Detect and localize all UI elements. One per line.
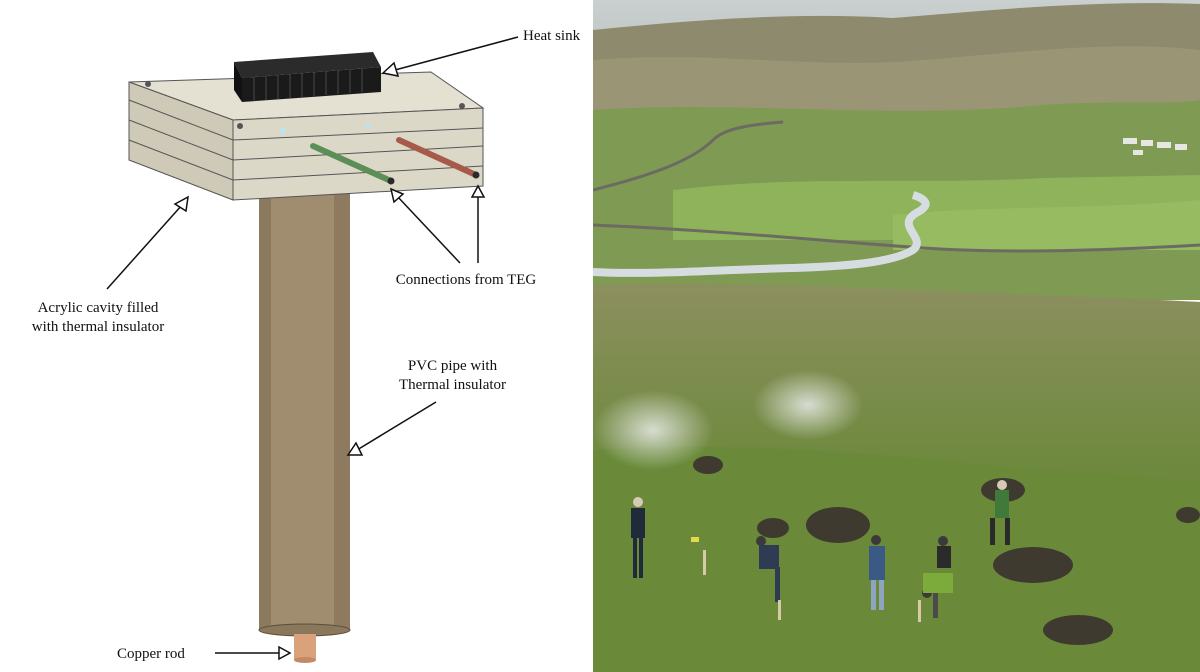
heat-sink-label: Heat sink	[523, 28, 581, 44]
survey-stakes	[691, 537, 921, 622]
river	[593, 191, 930, 277]
pvc-pipe	[258, 190, 351, 637]
rocks	[693, 456, 1200, 645]
landscape-illustration	[593, 0, 1200, 672]
pvc-pipe-label-line2: Thermal insulator	[398, 377, 507, 393]
pvc-pipe-label: PVC pipe with Thermal insulator	[380, 357, 525, 395]
heat-sink	[234, 52, 381, 102]
acrylic-cavity-label-line2: with thermal insulator	[31, 319, 165, 335]
connections-label: Connections from TEG	[395, 272, 537, 288]
copper-rod-label: Copper rod	[117, 646, 185, 662]
field-photo	[593, 0, 1200, 672]
people	[631, 480, 1010, 618]
road	[593, 120, 784, 192]
copper-rod	[294, 634, 316, 663]
acrylic-cavity-label: Acrylic cavity filled with thermal insul…	[18, 299, 178, 337]
teg-wires	[310, 137, 480, 185]
pvc-pipe-label-line1: PVC pipe with	[407, 358, 498, 374]
acrylic-cavity-label-line1: Acrylic cavity filled	[37, 300, 159, 316]
buildings	[1123, 138, 1187, 155]
steam-plume	[593, 390, 713, 470]
annotation-arrows	[106, 36, 519, 661]
device-illustration	[106, 36, 519, 663]
device-diagram: Heat sink Connections from TEG Acrylic c…	[0, 0, 593, 672]
